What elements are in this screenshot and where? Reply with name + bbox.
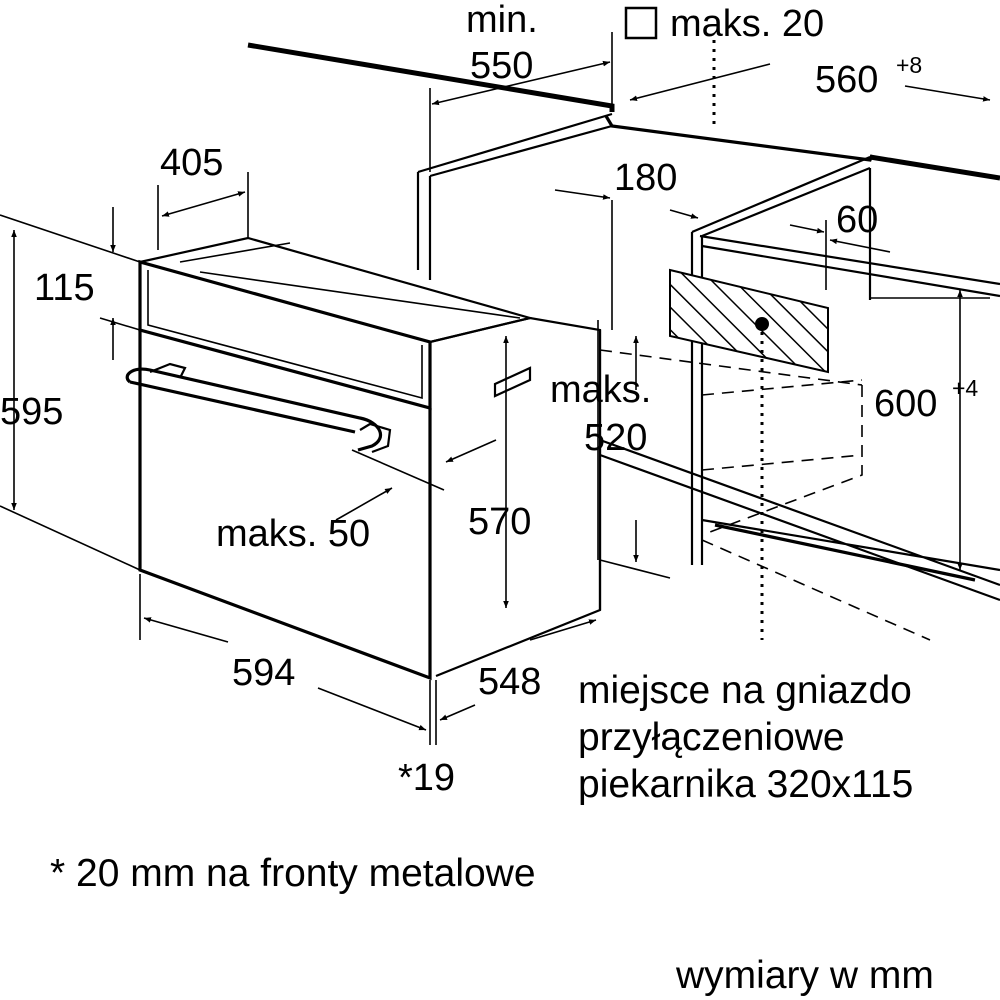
right-offset-label: 180: [614, 157, 677, 199]
dimension-lines: [0, 32, 991, 745]
socket-area: [669, 268, 829, 374]
cabinet-right-panel: [690, 155, 872, 565]
socket-note-line2: przyłączeniowe: [578, 716, 845, 759]
oven-control-panel-inner: [147, 270, 423, 400]
niche-height-tolerance: +4: [952, 375, 978, 401]
worktop-slab: [604, 115, 874, 162]
oven-side-latch: [493, 366, 532, 398]
oven-top: [139, 236, 535, 344]
cabinet: [247, 40, 1000, 641]
oven: [125, 236, 602, 681]
labels: min. 550 maks. 20 560 +8 405 180 60 115 …: [0, 0, 978, 997]
cabinet-bottom-rail: [714, 523, 976, 582]
socket-note-line1: miejsce na gniazdo: [578, 669, 912, 712]
cabinet-left-wall: [416, 112, 613, 280]
units-note: wymiary w mm: [675, 954, 934, 997]
max-gap-label: maks. 50: [216, 513, 370, 555]
socket-note-line3: piekarnika 320x115: [578, 763, 913, 806]
worktop-front-edge: [869, 154, 1000, 181]
min-value-label: 550: [470, 45, 533, 87]
cabinet-mid-dashed: [599, 349, 863, 386]
oven-handle-bracket-right: [359, 422, 392, 454]
niche-dashed-outline: [701, 379, 931, 641]
oven-top-rim: [179, 242, 521, 319]
body-height-label: 570: [468, 501, 531, 543]
oven-front-depth-label: 405: [160, 142, 223, 184]
max-depth-label: maks.: [550, 369, 651, 411]
oven-door-handle: [125, 367, 383, 452]
cabinet-width-label: 560: [815, 59, 878, 101]
oven-width-label: 594: [232, 652, 295, 694]
socket-offset-label: 60: [836, 199, 878, 241]
niche-height-label: 600: [874, 383, 937, 425]
oven-handle-bracket-left: [149, 362, 187, 379]
cabinet-width-tolerance: +8: [896, 52, 922, 78]
metal-fronts-note: * 20 mm na fronty metalowe: [50, 852, 536, 895]
max-thickness-label: maks. 20: [670, 3, 824, 45]
square-icon: [624, 6, 658, 40]
cabinet-inner-edge: [699, 234, 1000, 298]
max-depth-value: 520: [584, 417, 647, 459]
oven-door: [138, 330, 432, 681]
socket-center-dot: [755, 317, 769, 331]
cabinet-bottom-shelf: [599, 438, 1000, 602]
min-label: min.: [466, 0, 538, 41]
front-depth-label: *19: [398, 757, 455, 799]
panel-height-label: 115: [34, 267, 95, 309]
oven-depth-label: 548: [478, 661, 541, 703]
oven-height-label: 595: [0, 391, 63, 433]
